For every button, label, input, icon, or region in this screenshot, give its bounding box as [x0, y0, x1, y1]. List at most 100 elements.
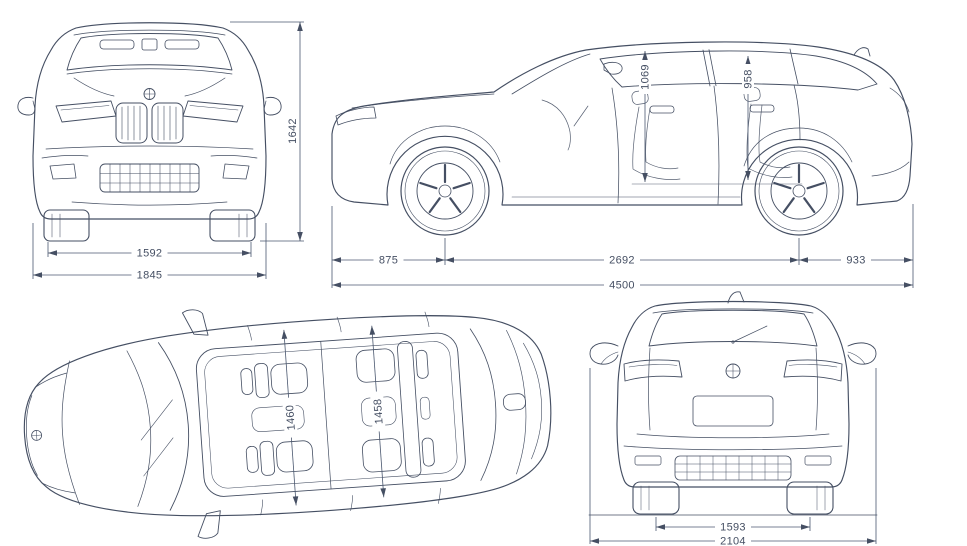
top-body-outline [23, 315, 552, 517]
windshield-inner-line [511, 53, 591, 95]
front-body-outline [32, 22, 267, 220]
bmw-roundel-icon-top [31, 429, 43, 441]
side-mirror-left [17, 96, 36, 116]
side-taillight [889, 87, 910, 113]
dim-front-overhang: 875 [331, 206, 446, 288]
front-interior-width-label: 1460 [284, 404, 298, 430]
reflector-right [804, 455, 832, 466]
shark-fin-antenna [853, 47, 871, 57]
front-track-width-label: 1592 [137, 248, 163, 260]
top-view-rotated-group: 1460 1458 [23, 309, 552, 539]
rear-wheels [632, 481, 834, 515]
side-mirror-right [263, 96, 282, 116]
mirror-top-left [181, 309, 209, 336]
hood-lines [66, 68, 233, 97]
mirror-rear-left [589, 342, 619, 365]
panoramic-roof [195, 332, 466, 497]
front-wheels [43, 209, 256, 242]
rear-wiper [731, 325, 768, 344]
headlight-left [55, 100, 117, 123]
top-view-drawing: 1460 1458 [23, 309, 552, 539]
dim-rear-overhang: 933 [799, 204, 914, 288]
top-car [23, 309, 552, 539]
overall-height-label: 1642 [287, 118, 299, 144]
width-incl-mirrors-label: 2104 [720, 536, 746, 546]
dim-front-interior-width: 1460 [281, 329, 299, 506]
fog-light-left [49, 163, 77, 180]
wheelbase-label: 2692 [609, 255, 635, 267]
rear-roof-inner-line [652, 308, 814, 314]
door-seams-top [247, 311, 441, 516]
center-console [251, 404, 305, 433]
door-handle-front [649, 105, 675, 114]
interior [541, 87, 803, 185]
air-intake-grille [99, 163, 200, 193]
front-interior-height-label: 1069 [640, 64, 652, 90]
dim-front-interior-height: 1069 [639, 51, 652, 182]
front-contours [25, 360, 80, 505]
rear-view-drawing: 1593 2104 [588, 291, 878, 546]
shark-fin-antenna-rear [727, 291, 745, 304]
bmw-roundel-icon [143, 88, 156, 100]
side-view-drawing: 1069 958 875 2692 [331, 41, 914, 292]
side-body-outline [331, 41, 913, 206]
rear-wheel [754, 146, 844, 236]
front-overall-width-label: 1845 [137, 270, 163, 282]
dim-wheelbase: 2692 [445, 238, 800, 267]
bmw-roundel-icon-rear [725, 363, 741, 379]
side-mirror [603, 61, 623, 75]
rear-bench-top [355, 341, 435, 478]
side-windows [599, 50, 878, 91]
rearview-mirror [141, 38, 158, 51]
pillars [702, 48, 799, 87]
rear-body-outline [616, 300, 850, 488]
dim-rear-interior-height: 958 [742, 56, 755, 180]
rear-window-top [469, 328, 543, 481]
side-view-panel: 1069 958 875 2692 [312, 4, 964, 294]
reflector-left [634, 455, 662, 466]
dim-overall-height: 1642 [230, 21, 304, 242]
front-view-drawing: 1592 1845 1642 [17, 21, 304, 282]
rear-car [588, 291, 878, 516]
front-overhang-label: 875 [379, 255, 398, 267]
steering-wheel-line [573, 105, 589, 127]
taillight-left [623, 359, 683, 382]
side-headlight [335, 106, 377, 126]
top-view-panel: 1460 1458 [4, 290, 566, 546]
front-seat [632, 106, 681, 180]
bumper-top-line [623, 445, 843, 451]
dim-width-incl-mirrors: 2104 [589, 368, 877, 546]
rear-window [648, 309, 818, 347]
shark-fin-antenna-top [502, 393, 526, 411]
front-view-panel: 1592 1845 1642 [12, 6, 308, 284]
mirror-rear-right [847, 342, 877, 365]
rear-track-width-label: 1593 [720, 522, 746, 534]
taillight-right [783, 359, 843, 382]
windshield [66, 33, 233, 71]
front-wheel [400, 146, 490, 236]
license-plate-recess [692, 395, 774, 427]
rear-view-panel: 1593 2104 [577, 284, 889, 546]
diffuser [674, 455, 792, 481]
top-dimensions: 1460 1458 [281, 325, 386, 506]
dim-front-track-width: 1592 [47, 242, 252, 260]
dim-rear-track-width: 1593 [655, 517, 811, 534]
front-seats-top [240, 362, 314, 476]
sun-visors [99, 38, 200, 51]
front-car [17, 22, 282, 242]
headlight-right [182, 100, 244, 123]
tailgate-seams [636, 347, 830, 439]
front-dimensions: 1592 1845 1642 [32, 21, 304, 282]
kidney-grille [115, 102, 184, 144]
dashboard-line [541, 99, 571, 151]
door-lines [511, 84, 801, 205]
fog-light-right [222, 163, 250, 180]
side-car [331, 41, 913, 236]
mirror-top-right [197, 510, 221, 539]
rear-overhang-label: 933 [846, 255, 865, 267]
rear-interior-width-label: 1458 [372, 398, 386, 424]
roof-inner-line [73, 29, 226, 36]
dim-rear-interior-width: 1458 [369, 325, 386, 498]
dim-front-overall-width: 1845 [32, 223, 267, 282]
